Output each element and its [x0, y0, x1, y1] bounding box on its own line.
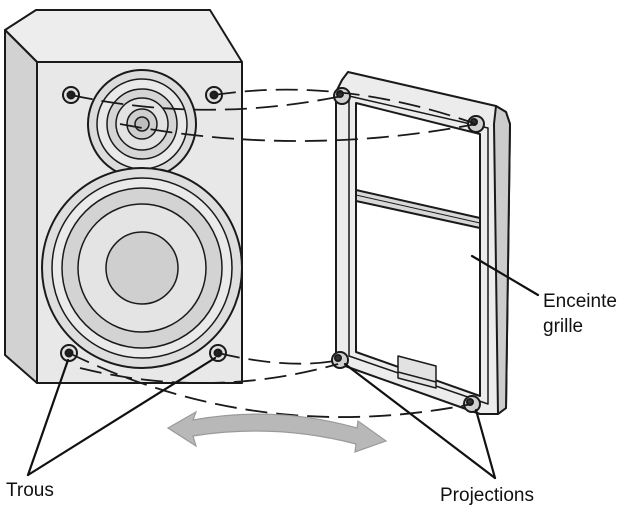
dash-top-left: [70, 94, 343, 111]
tweeter: [87, 69, 197, 179]
leader-lines: [26, 254, 540, 480]
dash-bottom-middle: [79, 363, 339, 384]
label-projections: Projections: [440, 485, 534, 506]
leader-projections-right: [474, 408, 497, 480]
cabinet-side: [4, 29, 38, 384]
dash-top-right: [213, 88, 477, 125]
speaker-grille: [335, 71, 511, 415]
rotation-arrow-shape: [166, 410, 388, 453]
leader-trous-right: [26, 356, 217, 477]
hole-bottom-left: [60, 344, 78, 362]
projection-top-left: [333, 87, 351, 105]
leader-trous-left: [26, 358, 70, 477]
dash-middle: [119, 123, 477, 142]
label-grille-line1: Enceinte: [543, 291, 617, 312]
label-grille-line2: grille: [543, 316, 584, 337]
rotation-arrow: [166, 410, 388, 453]
dash-bottom-left: [68, 352, 473, 418]
grille-inner-opening: [355, 102, 481, 397]
cabinet-top: [4, 9, 243, 63]
cabinet-holes: [60, 86, 227, 362]
alignment-dashed-lines: [68, 88, 477, 418]
leader-projections-left: [343, 362, 497, 480]
woofer: [41, 167, 243, 369]
grille-inner-rim: [348, 95, 489, 405]
dash-bottom-right: [217, 352, 341, 365]
leader-grille: [470, 254, 540, 297]
label-holes: Trous: [6, 480, 54, 501]
grille-edge: [493, 105, 511, 415]
